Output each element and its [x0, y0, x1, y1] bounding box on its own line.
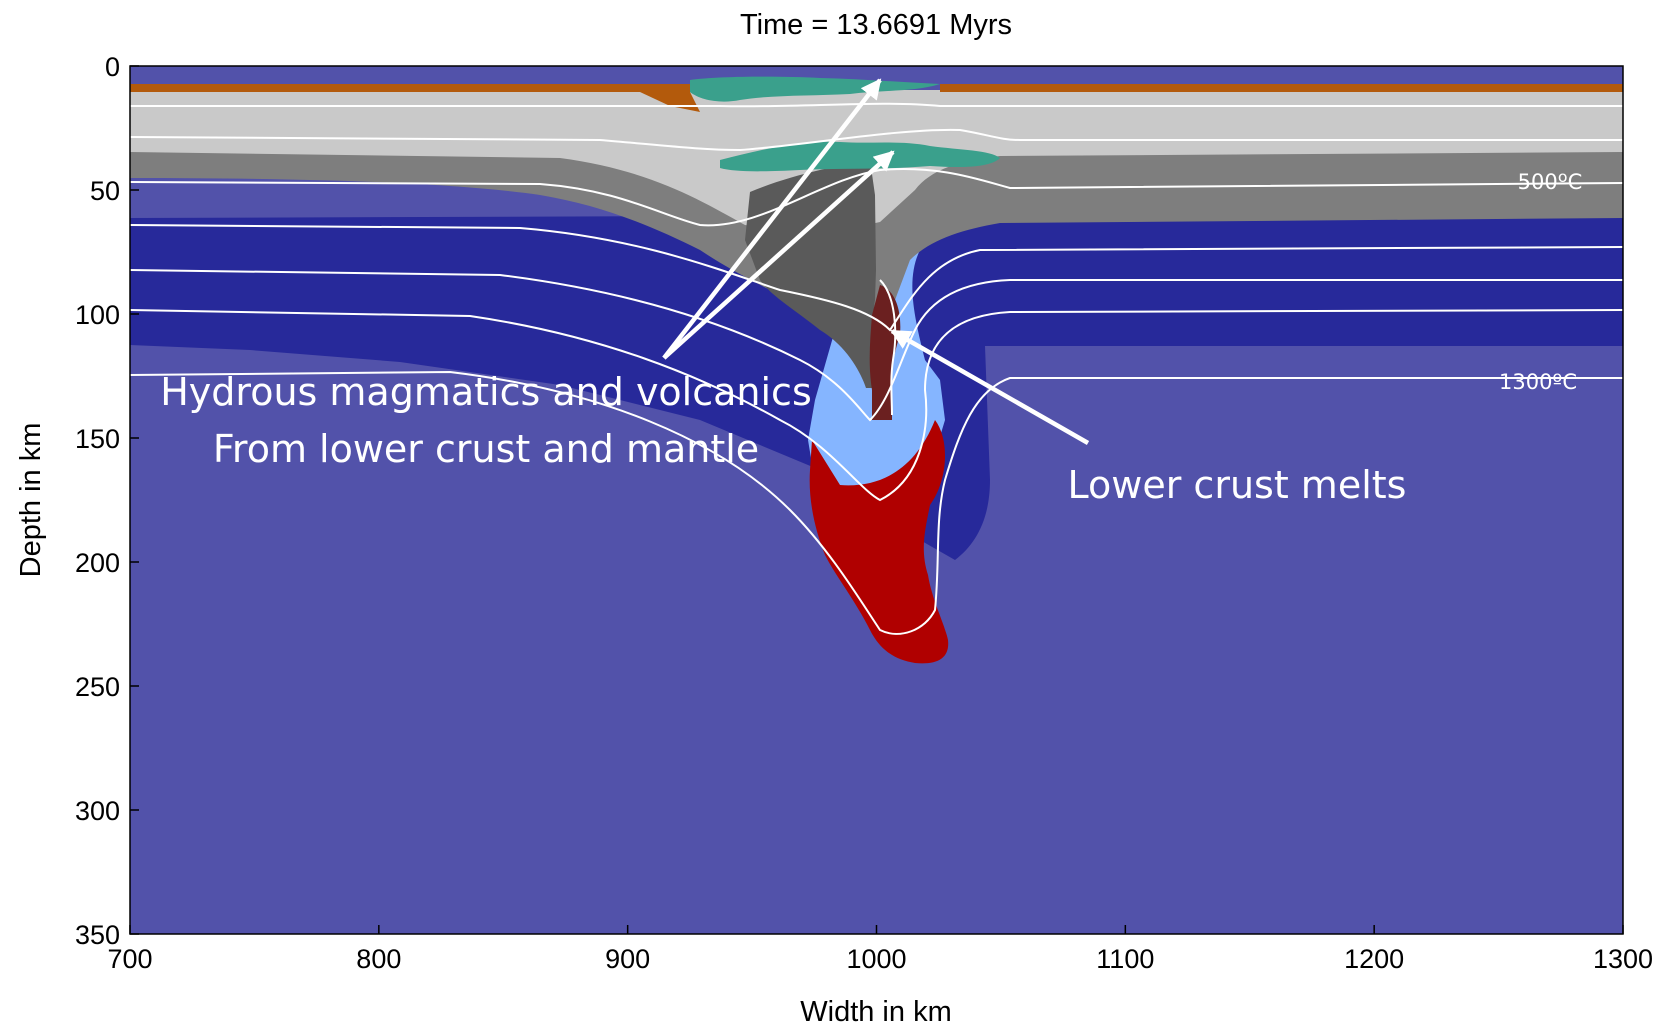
x-tick-label: 800 [356, 944, 401, 974]
x-tick-label: 1300 [1593, 944, 1653, 974]
isotherm-curve [130, 309, 1623, 502]
sediment-layer-right [940, 84, 1623, 92]
y-tick-label: 150 [75, 424, 120, 454]
partially-molten-mantle-region [809, 420, 949, 664]
x-tick-label: 900 [605, 944, 650, 974]
melted-lower-crust-region [869, 285, 901, 420]
x-tick-label: 1000 [846, 944, 906, 974]
chart-title: Time = 13.6691 Myrs [740, 9, 1012, 41]
annotation-line: From lower crust and mantle [213, 427, 759, 471]
y-tick-label: 100 [75, 300, 120, 330]
isotherm-label-1300: 1300ºC [1499, 370, 1577, 394]
annotation-arrow [890, 329, 1090, 445]
annotation-line: Lower crust melts [1068, 463, 1407, 507]
y-tick-label: 300 [75, 796, 120, 826]
x-axis-title: Width in km [800, 996, 951, 1028]
y-tick-label: 200 [75, 548, 120, 578]
hydrous-magmatics-intrusion [720, 141, 1000, 172]
isotherm-curve [130, 370, 1623, 635]
y-tick-label: 350 [75, 920, 120, 950]
annotation-arrow [662, 150, 895, 360]
axes: 700 800 900 1000 1100 1200 1300 0 50 100 150 200 250… [75, 52, 1653, 974]
isotherm-curve [130, 128, 1623, 152]
isotherm-curve [130, 102, 1623, 108]
isotherm-label-500: 500ºC [1518, 170, 1583, 194]
y-axis-title: Depth in km [15, 423, 47, 578]
y-tick-label: 0 [105, 52, 120, 82]
x-tick-label: 1100 [1096, 944, 1154, 974]
plot-area [130, 66, 1623, 934]
lower-crust-region [130, 152, 1623, 372]
x-tick-label: 1200 [1344, 944, 1404, 974]
annotation-line: Hydrous magmatics and volcanics [160, 370, 812, 414]
subducted-crust-region [745, 160, 879, 388]
isotherm-curve [130, 269, 1623, 422]
x-tick-label: 700 [107, 944, 152, 974]
isotherm-curve [879, 279, 897, 416]
annotation-arrow [662, 78, 882, 360]
isotherm-curve [130, 224, 1623, 332]
sediment-layer-left [130, 84, 690, 92]
y-tick-label: 250 [75, 672, 120, 702]
y-tick-label: 50 [90, 176, 120, 206]
